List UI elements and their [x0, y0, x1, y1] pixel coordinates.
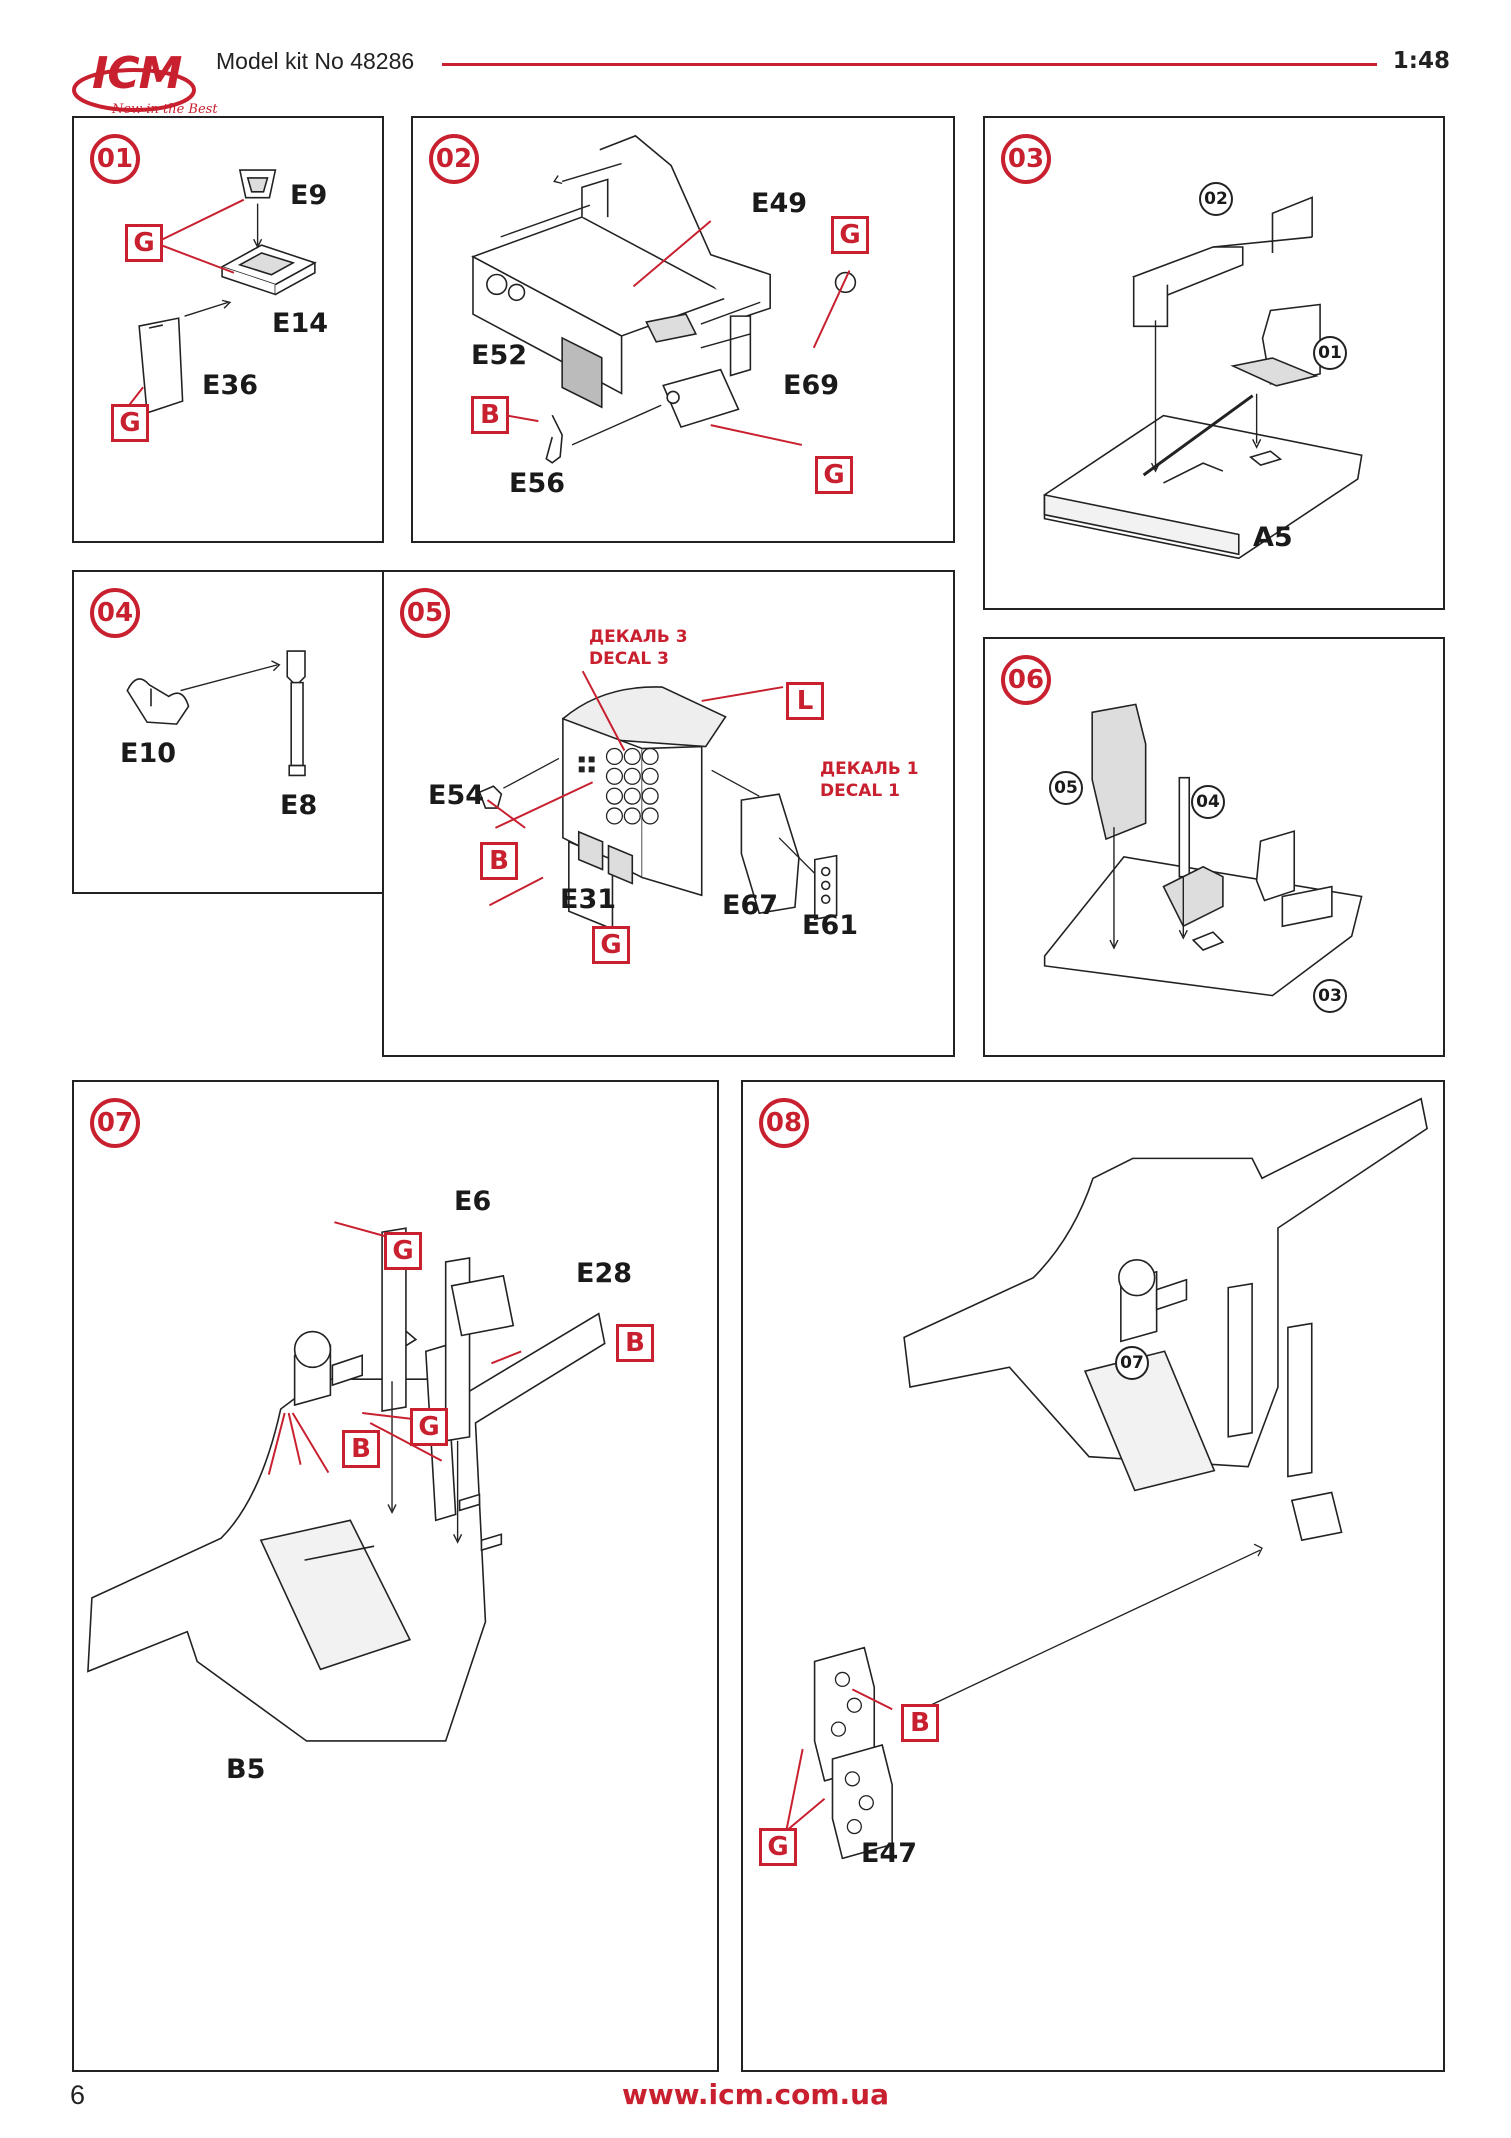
- step-01-drawing: [128, 169, 317, 414]
- color-code: B: [616, 1324, 654, 1362]
- part-label: E54: [428, 780, 485, 811]
- part-label: E52: [471, 340, 528, 371]
- part-label: E67: [722, 890, 779, 921]
- step-01-panel: 01 E9 E14 E36 G G: [72, 116, 384, 543]
- color-code: G: [592, 926, 630, 964]
- scale-label: 1:48: [1392, 48, 1450, 74]
- step-number: 04: [90, 588, 140, 638]
- logo-slogan: New in the Best: [112, 102, 218, 117]
- step-06-panel: 06 05 04 03: [983, 637, 1445, 1057]
- step-05-panel: 05 ДЕКАЛЬ 3 DECAL 3 ДЕКАЛЬ 1 DECAL 1 L B…: [382, 570, 955, 1057]
- decal-3-ru: ДЕКАЛЬ 3: [589, 627, 688, 647]
- step-08-drawing: [785, 1097, 1428, 1860]
- color-code: G: [384, 1232, 422, 1270]
- step-04-panel: 04 E10 E8: [72, 570, 384, 894]
- color-code: G: [410, 1408, 448, 1446]
- step-07-drawing: [87, 1221, 606, 1742]
- step-03-drawing: [1043, 196, 1363, 560]
- decal-1-en: DECAL 1: [820, 781, 900, 801]
- color-code: G: [111, 404, 149, 442]
- step-04-drawing: [126, 650, 306, 777]
- step-number: 07: [90, 1098, 140, 1148]
- color-code: G: [815, 456, 853, 494]
- step-ref: 07: [1115, 1346, 1149, 1380]
- part-label: E31: [560, 884, 617, 915]
- header-rule: [442, 63, 1377, 66]
- step-02-drawing: [471, 134, 857, 464]
- step-03-panel: 03 02 01 A5: [983, 116, 1445, 610]
- part-label: E47: [861, 1838, 918, 1869]
- part-label: E49: [751, 188, 808, 219]
- step-06-drawing: [1043, 703, 1363, 997]
- part-label: E8: [280, 790, 318, 821]
- step-05-drawing: [478, 670, 838, 931]
- part-label: E69: [783, 370, 840, 401]
- decal-3-label: ДЕКАЛЬ 3 DECAL 3: [589, 626, 688, 670]
- part-label: E56: [509, 468, 566, 499]
- step-number: 03: [1001, 134, 1051, 184]
- step-ref: 05: [1049, 771, 1083, 805]
- step-ref: 03: [1313, 979, 1347, 1013]
- part-label: E61: [802, 910, 859, 941]
- decal-3-en: DECAL 3: [589, 649, 669, 669]
- color-code: G: [125, 224, 163, 262]
- step-number: 02: [429, 134, 479, 184]
- decal-1-ru: ДЕКАЛЬ 1: [820, 759, 919, 779]
- kit-title: Model kit No 48286: [216, 48, 415, 74]
- part-label: E9: [290, 180, 328, 211]
- step-ref: 01: [1313, 336, 1347, 370]
- step-number: 08: [759, 1098, 809, 1148]
- step-02-panel: 02 E49 E52 E69 E56 G B G: [411, 116, 955, 543]
- decal-1-label: ДЕКАЛЬ 1 DECAL 1: [820, 758, 919, 802]
- step-number: 01: [90, 134, 140, 184]
- part-label: B5: [226, 1754, 266, 1785]
- color-code: B: [471, 396, 509, 434]
- color-code: L: [786, 682, 824, 720]
- color-code: B: [901, 1704, 939, 1742]
- page-number: 6: [70, 2080, 86, 2110]
- part-label: E6: [454, 1186, 492, 1217]
- step-ref: 04: [1191, 785, 1225, 819]
- step-number: 05: [400, 588, 450, 638]
- color-code: G: [831, 216, 869, 254]
- step-ref: 02: [1199, 182, 1233, 216]
- logo-brand: ICM: [92, 48, 182, 99]
- part-label: E28: [576, 1258, 633, 1289]
- website-link[interactable]: www.icm.com.ua: [622, 2078, 889, 2111]
- step-07-panel: 07 E6 E28 B5 G B G B: [72, 1080, 719, 2072]
- part-label: E10: [120, 738, 177, 769]
- step-number: 06: [1001, 655, 1051, 705]
- page-header: ICM New in the Best Model kit No 48286 1…: [70, 40, 1450, 120]
- part-label: A5: [1253, 522, 1293, 553]
- color-code: G: [759, 1828, 797, 1866]
- part-label: E36: [202, 370, 259, 401]
- step-08-panel: 08 07 B G E47: [741, 1080, 1445, 2072]
- color-code: B: [480, 842, 518, 880]
- color-code: B: [342, 1430, 380, 1468]
- part-label: E14: [272, 308, 329, 339]
- icm-logo: ICM New in the Best: [70, 48, 218, 118]
